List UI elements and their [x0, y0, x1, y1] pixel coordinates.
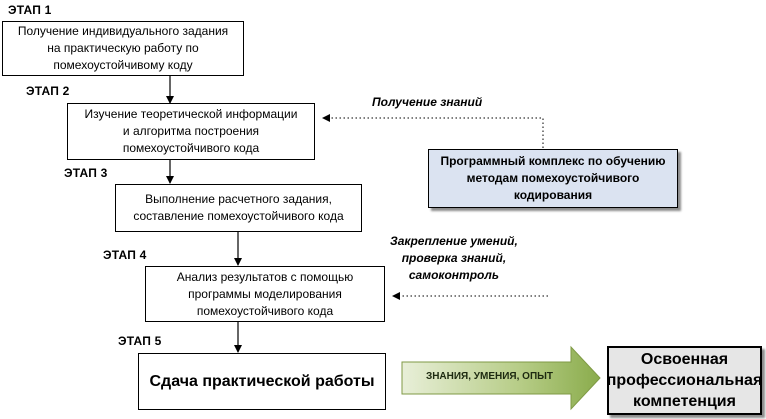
- stage-5-label: ЭТАП 5: [118, 334, 162, 348]
- result-box: Освоенная профессиональная компетенция: [607, 346, 762, 415]
- skills-note: Закрепление умений, проверка знаний, сам…: [390, 233, 518, 284]
- stage-4-line-2: программы моделирования: [188, 286, 342, 301]
- stage-1-line-1: Получение индивидуального задания: [17, 24, 229, 38]
- stage-1-line-2: на практическую работу по: [47, 41, 199, 55]
- stage-3-box: Выполнение расчетного задания, составлен…: [115, 184, 362, 232]
- knowledge-link: [322, 114, 544, 148]
- stage-5-box: Сдача практической работы: [138, 353, 386, 410]
- stage-1-line-3: помехоустойчивому коду: [53, 58, 193, 72]
- software-box: Программный комплекс по обучению методам…: [428, 149, 678, 208]
- skills-line-3: самоконтроль: [408, 268, 499, 282]
- stage-4-label: ЭТАП 4: [103, 248, 147, 262]
- stage-4-box: Анализ результатов с помощью программы м…: [145, 266, 385, 322]
- stage-2-box: Изучение теоретической информации и алго…: [67, 103, 315, 160]
- stage-2-label: ЭТАП 2: [26, 84, 70, 98]
- skills-line-2: проверка знаний,: [401, 251, 507, 265]
- stage-3-line-2: составление помехоустойчивого кода: [133, 209, 344, 223]
- stage-2-line-2: и алгоритма построения: [122, 124, 260, 138]
- stage-4-line-1: Анализ результатов с помощью: [176, 269, 354, 284]
- software-line-3: кодирования: [513, 188, 593, 202]
- stage-5-line-1: Сдача практической работы: [149, 373, 375, 390]
- result-line-2: профессиональная: [606, 372, 763, 389]
- software-line-2: методам помехоустойчивого: [466, 171, 640, 185]
- knowledge-note: Получение знаний: [372, 95, 483, 109]
- skills-line-1: Закрепление умений,: [390, 234, 518, 248]
- stage-2-line-3: помехоустойчивого кода: [122, 141, 260, 155]
- result-line-1: Освоенная: [640, 351, 729, 368]
- stage-4-line-3: помехоустойчивого кода: [196, 303, 334, 318]
- stage-1-label: ЭТАП 1: [8, 3, 52, 17]
- stage-2-line-1: Изучение теоретической информации: [84, 107, 298, 121]
- result-line-3: компетенция: [633, 393, 736, 410]
- arrow-label: ЗНАНИЯ, УМЕНИЯ, ОПЫТ: [425, 371, 554, 382]
- software-line-1: Программный комплекс по обучению: [440, 154, 666, 168]
- competence-arrow: [401, 345, 601, 411]
- stage-3-line-1: Выполнение расчетного задания,: [145, 192, 332, 206]
- stage-1-box: Получение индивидуального задания на пра…: [2, 21, 244, 76]
- stage-3-label: ЭТАП 3: [64, 166, 108, 180]
